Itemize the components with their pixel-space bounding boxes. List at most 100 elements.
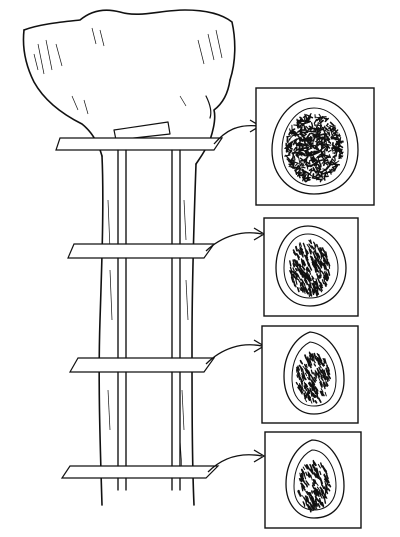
marrow-stroke	[305, 502, 308, 506]
marrow-stroke	[314, 400, 318, 404]
marrow-stroke	[304, 272, 307, 279]
marrow-stroke	[306, 147, 313, 151]
bone-head-notch	[205, 95, 212, 119]
marrow-stroke	[301, 122, 306, 127]
marrow-stroke	[308, 130, 316, 133]
marrow-stroke	[306, 464, 311, 471]
marrow-stroke	[307, 382, 312, 387]
marrow-stroke	[326, 373, 332, 380]
marrow-stroke	[312, 482, 316, 487]
marrow-stroke	[298, 164, 303, 168]
marrow-stroke	[306, 250, 309, 255]
marrow-stroke	[315, 139, 321, 145]
marrow-stroke	[316, 273, 319, 279]
marrow-stroke	[308, 358, 312, 362]
marrow-stroke	[294, 261, 298, 265]
marrow-stroke	[300, 133, 306, 137]
cutting-plane-3	[68, 357, 216, 373]
marrow-stroke	[309, 353, 315, 359]
marrow-stroke	[331, 165, 338, 169]
marrow-stroke	[317, 397, 322, 403]
marrow-stroke	[302, 242, 306, 249]
marrow-stroke	[304, 163, 309, 166]
marrow-stroke	[298, 243, 301, 249]
marrow-stroke	[320, 284, 324, 289]
marrow-stroke	[298, 478, 301, 482]
marrow-stroke	[286, 158, 291, 163]
marrow-stroke	[295, 279, 298, 285]
marrow-stroke	[319, 382, 323, 388]
marrow-stroke	[309, 468, 314, 475]
marrow-stroke	[291, 274, 294, 281]
marrow-stroke	[299, 266, 303, 271]
marrow-stroke	[321, 490, 325, 495]
marrow-stroke	[324, 480, 327, 485]
marrow-stroke	[324, 499, 327, 504]
marrow-stroke	[313, 176, 320, 180]
marrow-stroke	[316, 243, 319, 248]
marrow-stroke	[298, 150, 303, 152]
marrow-stroke	[306, 243, 311, 249]
marrow-stroke	[326, 138, 331, 142]
marrow-stroke	[308, 291, 311, 298]
marrow-stroke	[311, 173, 315, 179]
marrow-stroke	[308, 381, 314, 388]
marrow-stroke	[325, 474, 329, 480]
marrow-stroke	[299, 246, 304, 251]
marrow-stroke	[299, 478, 303, 483]
marrow-stroke	[300, 367, 303, 373]
marrow-stroke	[310, 122, 314, 128]
arrow-4	[207, 449, 266, 473]
marrow-stroke	[318, 257, 323, 264]
marrow-stroke	[296, 286, 300, 293]
marrow-stroke	[305, 394, 308, 399]
marrow-stroke	[307, 376, 310, 381]
marrow-stroke	[312, 168, 318, 174]
marrow-stroke	[299, 122, 303, 128]
marrow-stroke	[298, 174, 305, 177]
marrow-stroke	[322, 262, 327, 268]
marrow-stroke	[311, 288, 315, 293]
marrow-stroke	[289, 266, 293, 273]
marrow-texture-4	[297, 459, 332, 513]
section-planes	[55, 137, 224, 491]
marrow-stroke	[325, 484, 328, 489]
marrow-stroke	[323, 251, 328, 257]
marrow-stroke	[315, 290, 319, 295]
marrow-stroke	[335, 134, 338, 138]
marrow-stroke	[318, 136, 324, 140]
marrow-stroke	[303, 136, 306, 145]
marrow-stroke	[318, 160, 322, 167]
marrow-stroke	[324, 372, 327, 376]
marrow-stroke	[295, 245, 298, 252]
marrow-stroke	[306, 497, 309, 502]
marrow-stroke	[319, 390, 324, 397]
marrow-stroke	[318, 377, 321, 383]
marrow-stroke	[320, 144, 324, 149]
marrow-stroke	[312, 246, 315, 250]
marrow-stroke	[311, 275, 315, 280]
marrow-stroke	[313, 489, 318, 497]
marrow-stroke	[302, 478, 305, 483]
marrow-stroke	[305, 257, 309, 261]
marrow-stroke	[304, 286, 308, 291]
marrow-stroke	[289, 260, 292, 267]
marrow-stroke	[319, 260, 324, 267]
marrow-stroke	[317, 493, 320, 498]
marrow-stroke	[320, 388, 324, 393]
marrow-stroke	[322, 381, 327, 387]
marrow-stroke	[325, 367, 328, 372]
marrow-stroke	[307, 471, 310, 475]
marrow-stroke	[298, 263, 301, 269]
marrow-stroke	[323, 136, 327, 143]
cortex-ring-2	[275, 225, 347, 307]
marrow-stroke	[308, 125, 313, 130]
marrow-stroke	[317, 503, 321, 508]
marrow-stroke	[316, 129, 321, 136]
marrow-stroke	[295, 253, 300, 259]
marrow-stroke	[301, 372, 305, 379]
marrow-stroke	[310, 467, 314, 473]
marrow-stroke	[315, 391, 319, 399]
marrow-stroke	[294, 263, 298, 268]
